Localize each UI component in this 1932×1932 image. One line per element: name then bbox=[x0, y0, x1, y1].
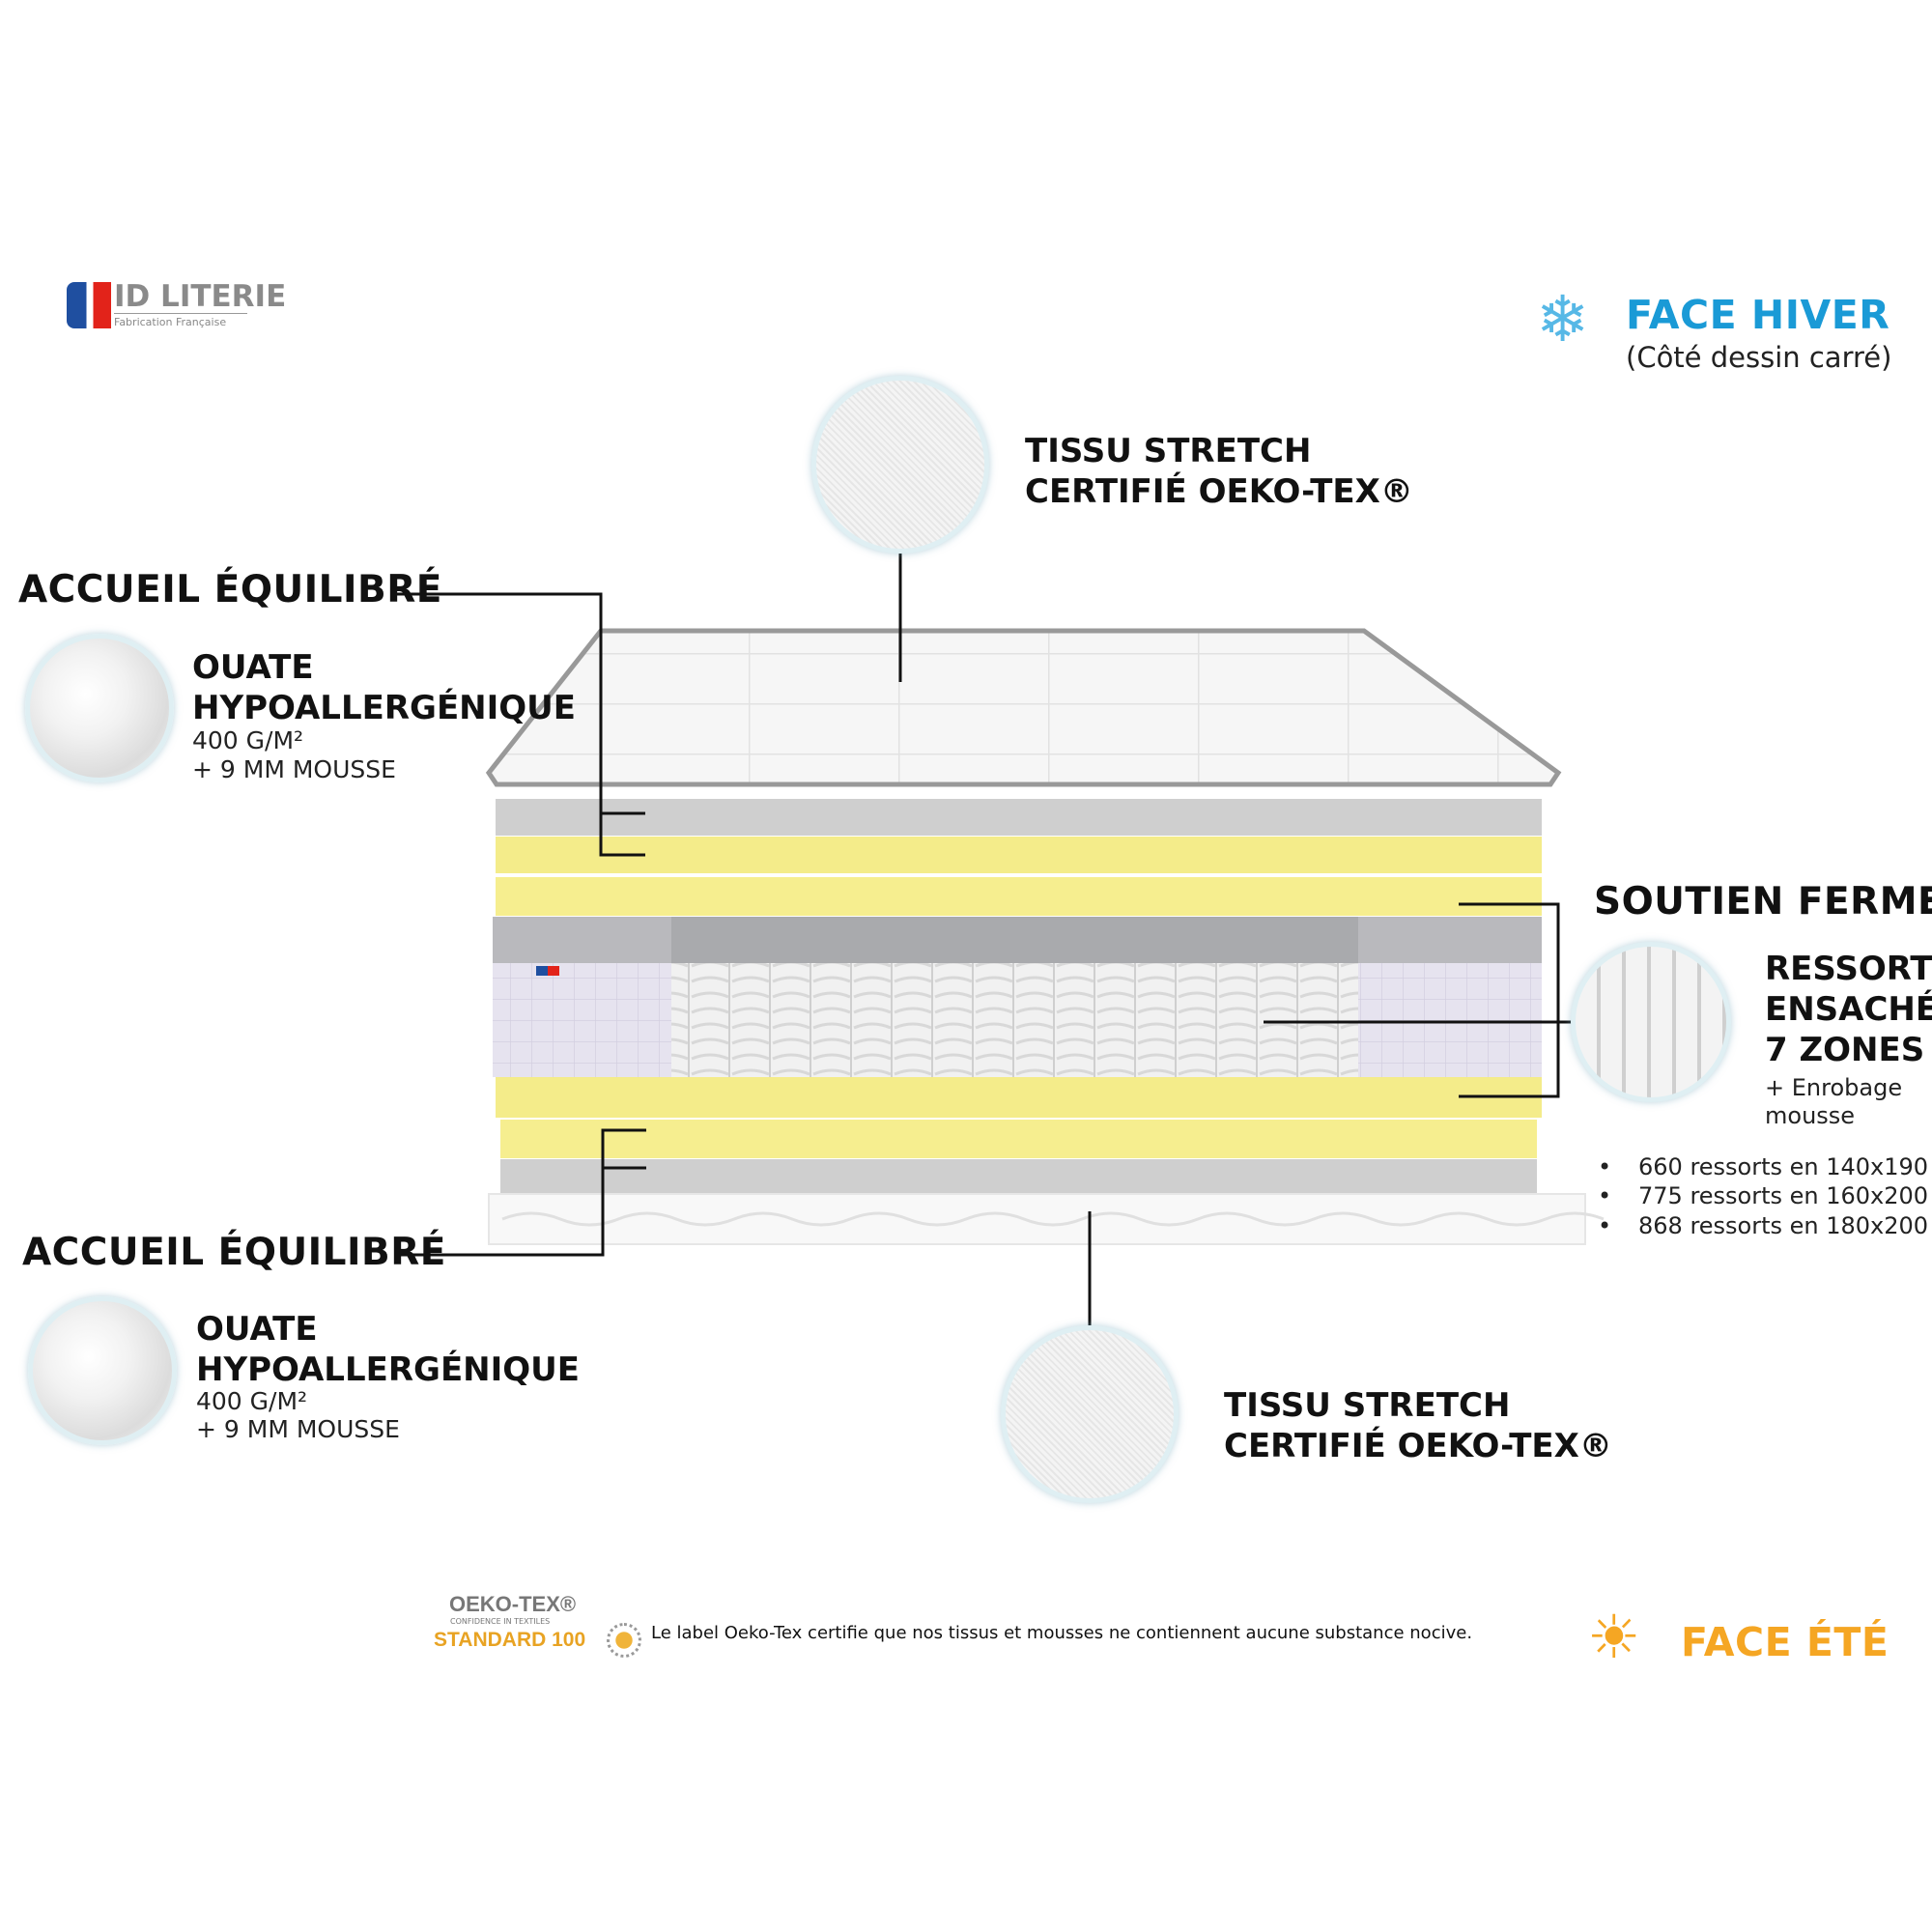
brand-name: ID LITERIE bbox=[114, 279, 287, 314]
yellow-foam-layer-2 bbox=[496, 877, 1542, 916]
summer-face-title: FACE ÉTÉ bbox=[1681, 1619, 1889, 1665]
bottom-fabric-line2: CERTIFIÉ OEKO-TEX® bbox=[1224, 1427, 1612, 1465]
comfort-top-detail2: + 9 MM MOUSSE bbox=[192, 755, 396, 783]
bottom-wadding-swatch bbox=[28, 1296, 177, 1445]
yellow-foam-layer-1 bbox=[496, 837, 1542, 873]
spring-block-side-top bbox=[493, 917, 671, 963]
comfort-top-heading: ACCUEIL ÉQUILIBRÉ bbox=[18, 568, 442, 611]
support-detail2: mousse bbox=[1765, 1102, 1856, 1129]
comfort-top-detail1: 400 G/M² bbox=[192, 726, 304, 754]
bottom-fabric-layer bbox=[488, 1193, 1586, 1245]
top-fabric-line2: CERTIFIÉ OEKO-TEX® bbox=[1025, 472, 1413, 511]
top-quilted-layer bbox=[485, 628, 1562, 787]
brand-tagline: Fabrication Française bbox=[114, 316, 227, 328]
brand-divider bbox=[114, 313, 247, 314]
comfort-bottom-line2: HYPOALLERGÉNIQUE bbox=[196, 1350, 581, 1389]
leader-lines bbox=[394, 554, 1573, 1325]
support-heading: SOUTIEN FERME bbox=[1594, 880, 1932, 923]
bottom-fabric-line1: TISSU STRETCH bbox=[1224, 1386, 1511, 1425]
oeko-globe-icon bbox=[607, 1623, 641, 1658]
pocket-springs bbox=[671, 963, 1358, 1077]
bullet: • bbox=[1598, 1212, 1612, 1239]
grey-comfort-layer-top bbox=[496, 799, 1542, 836]
oeko-logo-title: OEKO-TEX® bbox=[449, 1592, 577, 1616]
bullet: • bbox=[1598, 1182, 1612, 1209]
top-wadding-swatch bbox=[25, 634, 174, 782]
yellow-foam-layer-3 bbox=[496, 1077, 1542, 1118]
winter-face-subtitle: (Côté dessin carré) bbox=[1626, 341, 1892, 374]
comfort-bottom-detail2: + 9 MM MOUSSE bbox=[196, 1415, 400, 1443]
spring-block-side-top-right bbox=[1358, 917, 1542, 963]
comfort-top-line1: OUATE bbox=[192, 648, 314, 687]
brand-logo-mark bbox=[67, 282, 111, 328]
winter-face-title: FACE HIVER bbox=[1626, 292, 1890, 338]
spring-count-item: 868 ressorts en 180x200 bbox=[1638, 1212, 1929, 1239]
bottom-fabric-swatch bbox=[1001, 1325, 1179, 1503]
bullet: • bbox=[1598, 1153, 1612, 1180]
top-fabric-line1: TISSU STRETCH bbox=[1025, 432, 1312, 470]
snowflake-icon: ❄ bbox=[1536, 282, 1590, 356]
spring-count-item: 775 ressorts en 160x200 bbox=[1638, 1182, 1929, 1209]
top-fabric-swatch bbox=[811, 376, 989, 554]
spring-count-item: 660 ressorts en 140x190 bbox=[1638, 1153, 1929, 1180]
support-line2: ENSACHÉS bbox=[1765, 990, 1932, 1029]
comfort-bottom-line1: OUATE bbox=[196, 1310, 318, 1349]
oeko-note: Le label Oeko-Tex certifie que nos tissu… bbox=[651, 1623, 1473, 1643]
yellow-foam-layer-4 bbox=[500, 1120, 1537, 1158]
bottom-fabric-wave bbox=[501, 1211, 1605, 1227]
comfort-top-line2: HYPOALLERGÉNIQUE bbox=[192, 689, 577, 727]
comfort-bottom-detail1: 400 G/M² bbox=[196, 1387, 308, 1415]
flag-label-red bbox=[548, 966, 559, 976]
oeko-logo-tagline: CONFIDENCE IN TEXTILES bbox=[450, 1617, 551, 1626]
support-line3: 7 ZONES bbox=[1765, 1031, 1925, 1069]
sun-icon: ☀ bbox=[1587, 1602, 1641, 1672]
support-detail1: + Enrobage bbox=[1765, 1074, 1903, 1101]
pocket-springs-swatch bbox=[1571, 942, 1731, 1102]
oeko-logo-standard: STANDARD 100 bbox=[434, 1629, 586, 1651]
comfort-bottom-heading: ACCUEIL ÉQUILIBRÉ bbox=[22, 1231, 446, 1274]
grey-comfort-layer-bottom bbox=[500, 1159, 1537, 1193]
spring-block-top-band bbox=[671, 917, 1358, 963]
support-line1: RESSORTS bbox=[1765, 950, 1932, 988]
